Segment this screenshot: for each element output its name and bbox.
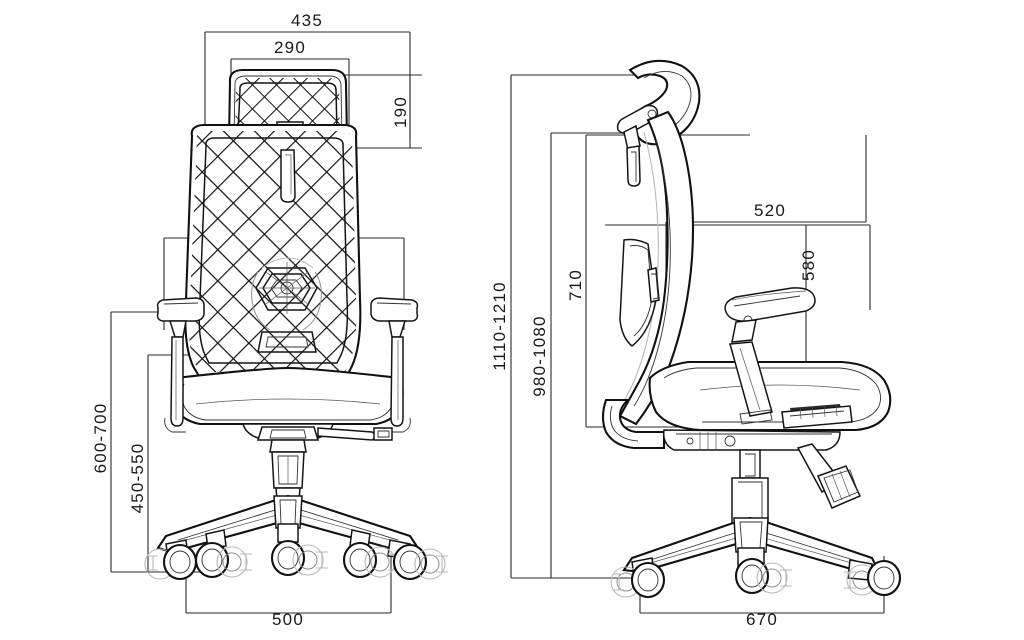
dim-label-side-base-depth: 670 xyxy=(746,610,778,629)
dim-label-front-seat-height: 450-550 xyxy=(128,443,147,514)
dim-label-front-armrest-height-left: 600-700 xyxy=(91,403,110,474)
dim-label-front-overall-width: 435 xyxy=(291,11,323,30)
dim-side-total-height xyxy=(550,132,630,579)
dim-label-side-seat-depth: 520 xyxy=(754,201,786,220)
casters-side xyxy=(610,557,902,599)
dim-label-front-headrest-height: 190 xyxy=(391,96,410,128)
armrest-right-front xyxy=(370,297,419,433)
side-view-chair xyxy=(601,59,902,599)
front-view-chair xyxy=(144,68,448,581)
gas-cylinder-side xyxy=(731,449,769,525)
armrest-side xyxy=(724,287,816,425)
seat-front xyxy=(172,366,404,426)
seat-mechanism-front xyxy=(241,423,393,453)
dim-label-front-headrest-width: 290 xyxy=(274,38,306,57)
dim-label-front-base-width: 500 xyxy=(272,610,304,629)
tilt-lever-side xyxy=(796,443,862,509)
backrest-side xyxy=(618,110,695,426)
dim-front-armrest-height xyxy=(110,311,170,573)
dim-label-side-backrest-height: 710 xyxy=(566,269,585,301)
lumbar-mechanism-front xyxy=(251,257,322,353)
casters-front xyxy=(144,539,448,581)
seat-mechanism-side xyxy=(662,403,853,451)
dim-label-side-total-height: 980-1080 xyxy=(530,315,549,396)
armrest-left-front xyxy=(156,297,205,433)
dim-label-side-total-height-max: 1110-1210 xyxy=(490,281,509,371)
seat-side xyxy=(648,360,892,432)
dim-label-side-seat-back-depth: 580 xyxy=(799,249,818,281)
gas-cylinder-front xyxy=(271,451,305,501)
